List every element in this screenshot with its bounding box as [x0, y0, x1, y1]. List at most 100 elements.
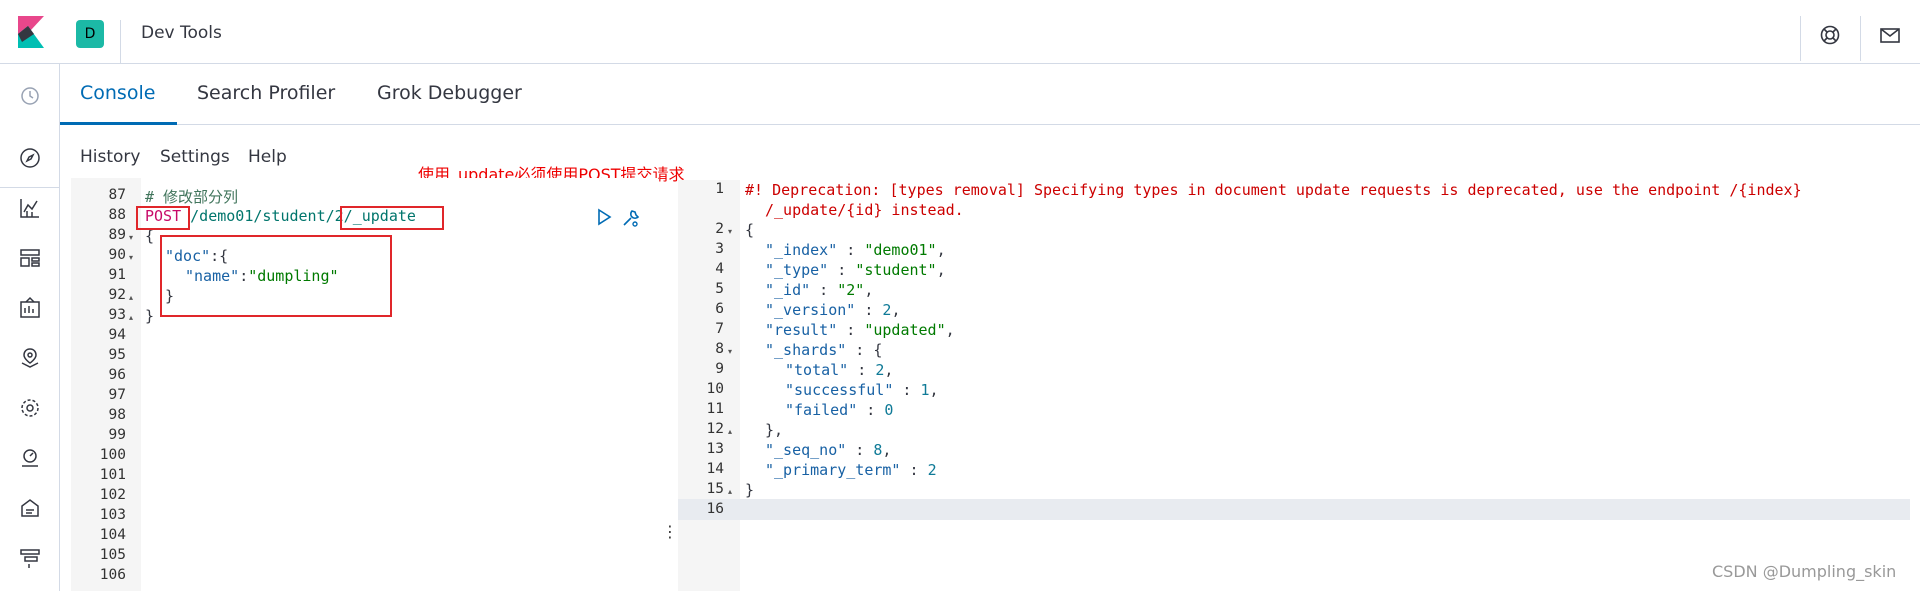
- resp-version: "_version" : 2,: [765, 301, 901, 319]
- resp-failed: "failed" : 0: [785, 401, 894, 419]
- request-line-number: 103: [99, 507, 126, 523]
- header-bar: D Dev Tools: [0, 0, 1920, 64]
- wrench-icon[interactable]: [620, 207, 642, 229]
- fold-toggle-icon[interactable]: ▴: [129, 313, 134, 322]
- request-line-number: 92: [108, 287, 126, 303]
- devtools-tabs: Console Search Profiler Grok Debugger: [60, 64, 1920, 125]
- request-comment: # 修改部分列: [145, 188, 239, 206]
- logs-icon[interactable]: [18, 496, 42, 520]
- fold-toggle-icon[interactable]: ▴: [728, 487, 733, 496]
- help-icon[interactable]: [1819, 24, 1841, 46]
- discover-icon[interactable]: [18, 146, 42, 170]
- request-brace-open: {: [145, 227, 155, 245]
- tab-grok-debugger[interactable]: Grok Debugger: [377, 82, 522, 104]
- request-line-number: 100: [99, 447, 126, 463]
- tab-console[interactable]: Console: [80, 82, 156, 104]
- request-gutter: [71, 178, 141, 591]
- fold-toggle-icon[interactable]: ▴: [728, 427, 733, 436]
- response-line-number: 11: [706, 401, 724, 417]
- apm-icon[interactable]: [18, 546, 42, 570]
- highlight-update: [340, 206, 444, 230]
- clock-icon[interactable]: [18, 84, 42, 108]
- fold-toggle-icon[interactable]: ▾: [728, 347, 733, 356]
- request-line-number: 87: [108, 187, 126, 203]
- request-line-number: 105: [99, 547, 126, 563]
- deprecation-warning: #! Deprecation: [types removal] Specifyi…: [745, 181, 1802, 199]
- resp-result: "result" : "updated",: [765, 321, 955, 339]
- request-doc-line: "doc":{: [165, 247, 228, 265]
- fold-toggle-icon[interactable]: ▴: [129, 293, 134, 302]
- request-url-id: 2/_update: [334, 207, 416, 225]
- request-line-number: 102: [99, 487, 126, 503]
- header-divider: [1800, 16, 1801, 61]
- header-divider: [1860, 16, 1861, 61]
- response-line-number: 8: [715, 341, 724, 357]
- menu-history[interactable]: History: [80, 147, 141, 167]
- visualize-icon[interactable]: [18, 196, 42, 220]
- menu-settings[interactable]: Settings: [160, 147, 230, 167]
- response-line-number: 1: [715, 181, 724, 197]
- request-line-number: 106: [99, 567, 126, 583]
- doc-punc: :{: [210, 247, 229, 265]
- header-divider: [120, 20, 121, 64]
- response-line-number: 4: [715, 261, 724, 277]
- resp-id: "_id" : "2",: [765, 281, 874, 299]
- fold-toggle-icon[interactable]: ▾: [728, 227, 733, 236]
- side-nav: [0, 64, 60, 591]
- mail-icon[interactable]: [1879, 24, 1901, 46]
- resp-primary-term: "_primary_term" : 2: [765, 461, 937, 479]
- highlight-method: [136, 206, 190, 230]
- deprecation-warning-cont: /_update/{id} instead.: [765, 201, 964, 219]
- request-line-number: 101: [99, 467, 126, 483]
- request-inner-close: }: [165, 287, 175, 305]
- response-line-number: 6: [715, 301, 724, 317]
- request-editor[interactable]: [71, 178, 658, 591]
- request-method: POST: [145, 207, 182, 225]
- watermark: CSDN @Dumpling_skin: [1712, 562, 1897, 581]
- resp-total: "total" : 2,: [785, 361, 894, 379]
- space-avatar[interactable]: D: [76, 20, 104, 48]
- response-line-number: 15: [706, 481, 724, 497]
- response-line-number: 16: [706, 501, 724, 517]
- request-url: /demo01/student/: [181, 207, 335, 225]
- active-tab-indicator: [60, 122, 177, 125]
- request-line-number: 91: [108, 267, 126, 283]
- menu-help[interactable]: Help: [248, 147, 287, 167]
- request-brace-close: }: [145, 307, 155, 325]
- maps-icon[interactable]: [18, 346, 42, 370]
- name-colon: :: [239, 267, 249, 285]
- request-line-number: 104: [99, 527, 126, 543]
- request-line-number: 96: [108, 367, 126, 383]
- resp-type: "_type" : "student",: [765, 261, 946, 279]
- tab-search-profiler[interactable]: Search Profiler: [197, 82, 336, 104]
- resp-shards-close: },: [765, 421, 784, 439]
- canvas-icon[interactable]: [18, 296, 42, 320]
- kibana-logo[interactable]: [18, 16, 44, 48]
- request-line-number: 89: [108, 227, 126, 243]
- request-line-number: 98: [108, 407, 126, 423]
- play-icon[interactable]: [596, 208, 612, 226]
- resize-handle-icon[interactable]: ⋮: [662, 522, 678, 541]
- doc-key: "doc": [165, 247, 211, 265]
- response-open: {: [745, 221, 755, 239]
- response-line-number: 9: [715, 361, 724, 377]
- response-line-number: 14: [706, 461, 724, 477]
- response-line-number: 2: [715, 221, 724, 237]
- resp-shards: "_shards" : {: [765, 341, 883, 359]
- fold-toggle-icon[interactable]: ▾: [129, 233, 134, 242]
- request-line-number: 90: [108, 247, 126, 263]
- request-line[interactable]: POST /demo01/student/2/_update: [145, 207, 416, 225]
- request-line-number: 95: [108, 347, 126, 363]
- highlight-doc: [160, 235, 392, 317]
- name-key: "name": [185, 267, 240, 285]
- metrics-icon[interactable]: [18, 446, 42, 470]
- dashboard-icon[interactable]: [18, 246, 42, 270]
- fold-toggle-icon[interactable]: ▾: [129, 253, 134, 262]
- response-line-number: 12: [706, 421, 724, 437]
- request-line-number: 93: [108, 307, 126, 323]
- response-line-number: 10: [706, 381, 724, 397]
- resp-successful: "successful" : 1,: [785, 381, 939, 399]
- resp-seq-no: "_seq_no" : 8,: [765, 441, 892, 459]
- ml-icon[interactable]: [18, 396, 42, 420]
- response-line-number: 7: [715, 321, 724, 337]
